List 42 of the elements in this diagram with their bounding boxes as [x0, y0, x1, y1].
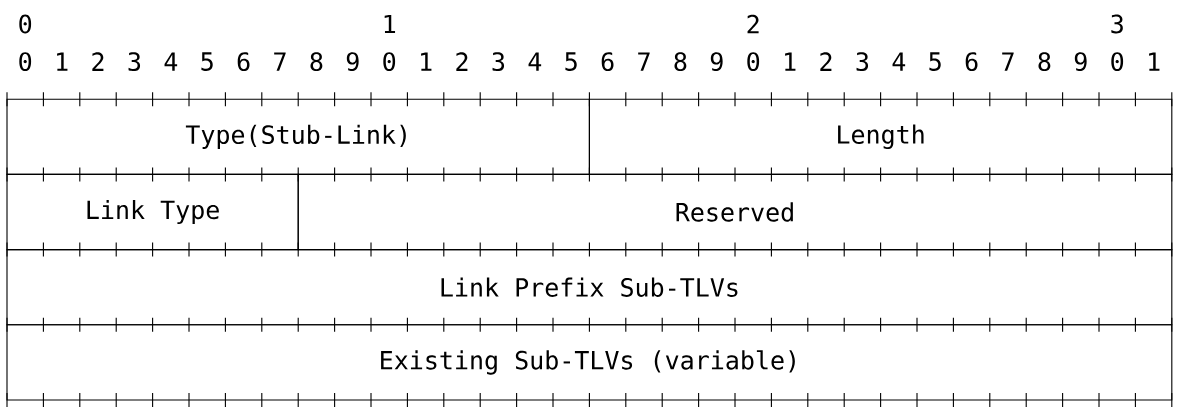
bit-number: 4 — [528, 52, 542, 71]
bit-number: 0 — [747, 52, 760, 72]
bit-number: 3 — [856, 52, 869, 72]
bit-number: 1 — [421, 52, 432, 71]
bit-number: 9 — [710, 52, 723, 72]
bit-number: 1 — [1149, 52, 1160, 71]
bit-number: 6 — [965, 52, 978, 72]
bit-number: 0 — [19, 52, 32, 72]
field-box: Reserved — [297, 173, 1173, 251]
field-box: Existing Sub-TLVs (variable) — [6, 324, 1173, 401]
bit-number: 1 — [57, 52, 68, 71]
bit-number: 9 — [346, 52, 359, 72]
bit-number: 6 — [601, 52, 614, 72]
bit-number: 5 — [565, 52, 577, 71]
bit-number: 5 — [201, 52, 213, 71]
bit-number: 6 — [237, 52, 250, 72]
bit-number: 3 — [128, 52, 141, 72]
bit-number: 2 — [92, 52, 104, 71]
bit-number: 2 — [747, 14, 759, 34]
bit-number: 7 — [274, 52, 286, 71]
field-box: Length — [588, 98, 1173, 175]
bit-number: 8 — [674, 52, 687, 72]
bit-number: 2 — [820, 52, 832, 71]
bit-number: 2 — [456, 52, 468, 71]
bit-number: 3 — [1111, 14, 1123, 34]
bit-number: 8 — [310, 52, 323, 72]
bit-number: 3 — [492, 52, 505, 72]
bit-number: 0 — [383, 52, 396, 72]
bit-number: 7 — [1002, 52, 1014, 71]
field-box: Link Prefix Sub-TLVs — [6, 249, 1173, 326]
bit-number: 1 — [384, 14, 396, 34]
bit-number: 7 — [638, 52, 650, 71]
bit-number: 0 — [1111, 52, 1124, 72]
bit-number: 4 — [892, 52, 906, 71]
bit-number: 1 — [785, 52, 796, 71]
bit-number: 4 — [164, 52, 178, 71]
bit-number: 8 — [1038, 52, 1051, 72]
field-box: Type(Stub-Link) — [6, 98, 590, 175]
bit-number: 9 — [1074, 52, 1087, 72]
field-box: Link Type — [6, 173, 299, 251]
bit-number: 5 — [929, 52, 941, 71]
bit-number: 0 — [19, 14, 32, 34]
